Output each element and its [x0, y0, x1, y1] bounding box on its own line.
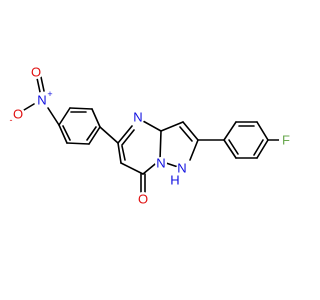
ring-nh-h-label: H: [170, 173, 179, 188]
bond-double: [62, 125, 71, 141]
bond-double: [36, 77, 41, 93]
bond-double: [228, 139, 239, 155]
bond: [58, 124, 68, 144]
bond: [256, 121, 269, 141]
carbonyl-oxygen-atom: O: [136, 192, 150, 207]
pyrazole-nh-atom: N H: [170, 161, 189, 188]
nitro-o-top-label: O: [31, 65, 41, 80]
molecule-svg: N + O O - N N N H: [9, 64, 293, 207]
bond: [120, 162, 144, 175]
bond: [117, 125, 133, 144]
bridge-nitrogen-atom: N: [155, 156, 167, 171]
bond: [182, 121, 199, 141]
bond: [160, 121, 184, 132]
fluorine-label: F: [282, 133, 290, 148]
bond: [256, 139, 269, 159]
bond: [142, 120, 162, 132]
bond: [91, 108, 101, 128]
bond: [165, 162, 179, 168]
nitro-n-label: N: [37, 93, 46, 108]
nitro-o-bottom-label: O: [13, 107, 23, 122]
nitro-oxygen-top-atom: O: [29, 65, 43, 80]
atom-layer: N + O O - N N N H: [10, 65, 293, 207]
carbonyl-o-label: O: [138, 192, 148, 207]
bond-double: [121, 145, 126, 161]
bond-double: [179, 126, 193, 142]
bond: [47, 107, 60, 126]
bond: [23, 103, 35, 111]
bond: [58, 107, 71, 126]
fluorine-atom: F: [279, 133, 293, 148]
bond: [88, 126, 101, 145]
ring-n-top-label: N: [133, 110, 142, 125]
pyrimidine-nitrogen-atom: N: [131, 110, 145, 125]
nitro-nitrogen-atom: N +: [34, 89, 53, 108]
bond-double: [121, 129, 135, 146]
bond: [117, 142, 122, 164]
bond-layer: [23, 76, 281, 193]
bond: [223, 121, 237, 141]
nitro-oxygen-bottom-atom: O -: [10, 107, 25, 125]
nitro-minus-charge: -: [10, 115, 13, 125]
ring-n-bridge-label: N: [156, 156, 165, 171]
ring-nh-label: N: [177, 161, 186, 176]
nitro-plus-charge: +: [47, 89, 52, 99]
bond: [99, 126, 119, 144]
bond-double: [253, 139, 264, 156]
bond: [69, 107, 93, 110]
bond: [66, 142, 90, 145]
bond: [223, 139, 237, 159]
bond: [159, 130, 162, 161]
bond: [189, 139, 199, 161]
bond-double: [40, 76, 45, 92]
bond-double: [86, 126, 97, 141]
molecule-structure: N + O O - N N N H: [9, 64, 293, 207]
